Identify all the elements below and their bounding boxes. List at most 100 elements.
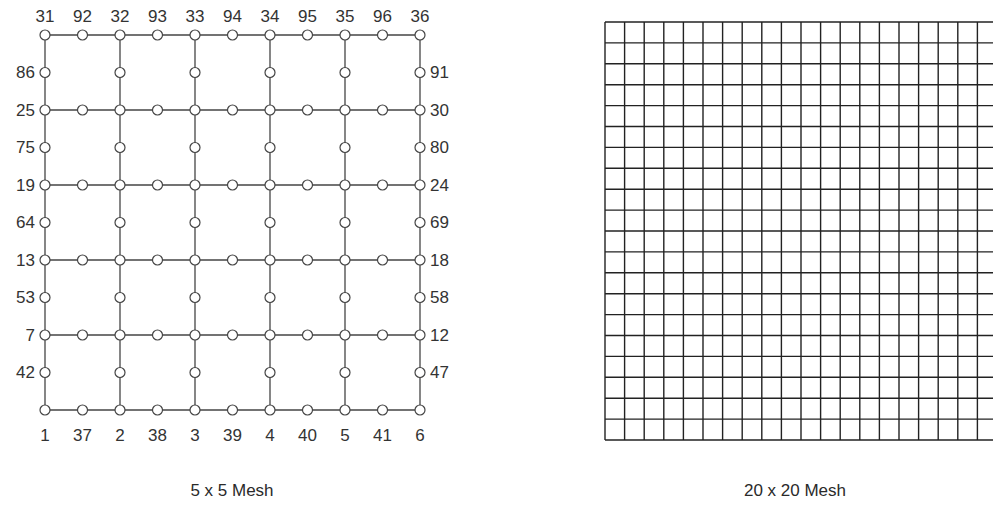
node-circle (415, 330, 425, 340)
node-number: 35 (336, 8, 355, 25)
node-circle (40, 368, 50, 378)
node-number: 94 (223, 8, 242, 25)
node-circle (303, 105, 313, 115)
node-circle (228, 405, 238, 415)
node-number: 6 (415, 427, 424, 444)
node-circle (115, 30, 125, 40)
node-number: 47 (430, 364, 449, 381)
node-circle (265, 330, 275, 340)
node-circle (265, 405, 275, 415)
node-circle (115, 218, 125, 228)
node-circle (415, 180, 425, 190)
mesh-line (605, 188, 993, 189)
node-circle (190, 368, 200, 378)
mesh-line (605, 105, 993, 106)
node-circle (340, 218, 350, 228)
node-circle (153, 180, 163, 190)
node-circle (265, 218, 275, 228)
node-circle (340, 293, 350, 303)
node-circle (415, 255, 425, 265)
node-circle (190, 255, 200, 265)
mesh-line (605, 84, 993, 85)
fine-mesh (605, 22, 993, 440)
node-circle (378, 30, 388, 40)
node-circle (40, 405, 50, 415)
node-number: 7 (26, 327, 35, 344)
node-circle (265, 180, 275, 190)
mesh-line (605, 230, 993, 231)
node-circle (415, 105, 425, 115)
node-number: 95 (298, 8, 317, 25)
node-circle (228, 180, 238, 190)
mesh-line (605, 418, 993, 419)
node-number: 53 (16, 289, 35, 306)
mesh-line (605, 272, 993, 273)
node-number: 18 (430, 252, 449, 269)
node-circle (115, 143, 125, 153)
node-circle (153, 405, 163, 415)
node-circle (340, 405, 350, 415)
node-number: 5 (340, 427, 349, 444)
node-circle (40, 180, 50, 190)
node-circle (190, 405, 200, 415)
node-circle (190, 218, 200, 228)
node-circle (78, 105, 88, 115)
node-circle (378, 330, 388, 340)
node-number: 39 (223, 427, 242, 444)
node-number: 75 (16, 139, 35, 156)
node-number: 86 (16, 64, 35, 81)
node-circle (40, 30, 50, 40)
node-number: 96 (373, 8, 392, 25)
node-circle (228, 330, 238, 340)
node-circle (340, 330, 350, 340)
node-number: 31 (36, 8, 55, 25)
mesh-line (605, 147, 993, 148)
node-circle (378, 105, 388, 115)
mesh-line (605, 335, 993, 336)
node-circle (228, 105, 238, 115)
node-number: 92 (73, 8, 92, 25)
node-circle (340, 68, 350, 78)
node-circle (415, 143, 425, 153)
node-circle (265, 68, 275, 78)
node-circle (40, 293, 50, 303)
node-number: 41 (373, 427, 392, 444)
node-circle (265, 105, 275, 115)
node-number: 2 (115, 427, 124, 444)
node-number: 1 (40, 427, 49, 444)
node-number: 42 (16, 364, 35, 381)
node-number: 13 (16, 252, 35, 269)
node-circle (378, 405, 388, 415)
node-circle (153, 30, 163, 40)
node-circle (190, 30, 200, 40)
node-circle (340, 255, 350, 265)
mesh-line (605, 168, 993, 169)
node-circle (78, 180, 88, 190)
node-circle (40, 255, 50, 265)
node-circle (340, 180, 350, 190)
node-circle (40, 143, 50, 153)
node-circle (303, 255, 313, 265)
mesh-line (605, 356, 993, 357)
mesh-line (605, 126, 993, 127)
node-number: 3 (190, 427, 199, 444)
node-number: 34 (261, 8, 280, 25)
node-circle (415, 368, 425, 378)
node-circle (378, 255, 388, 265)
coarse-mesh (45, 35, 420, 410)
mesh-line (605, 398, 993, 399)
node-circle (415, 68, 425, 78)
node-circle (115, 293, 125, 303)
node-circle (340, 30, 350, 40)
node-circle (115, 180, 125, 190)
node-circle (415, 30, 425, 40)
node-circle (415, 293, 425, 303)
node-number: 38 (148, 427, 167, 444)
node-number: 58 (430, 289, 449, 306)
mesh-line (977, 22, 978, 440)
node-number: 19 (16, 177, 35, 194)
mesh-nodes (40, 30, 425, 415)
node-number: 93 (148, 8, 167, 25)
node-circle (378, 180, 388, 190)
node-circle (78, 255, 88, 265)
